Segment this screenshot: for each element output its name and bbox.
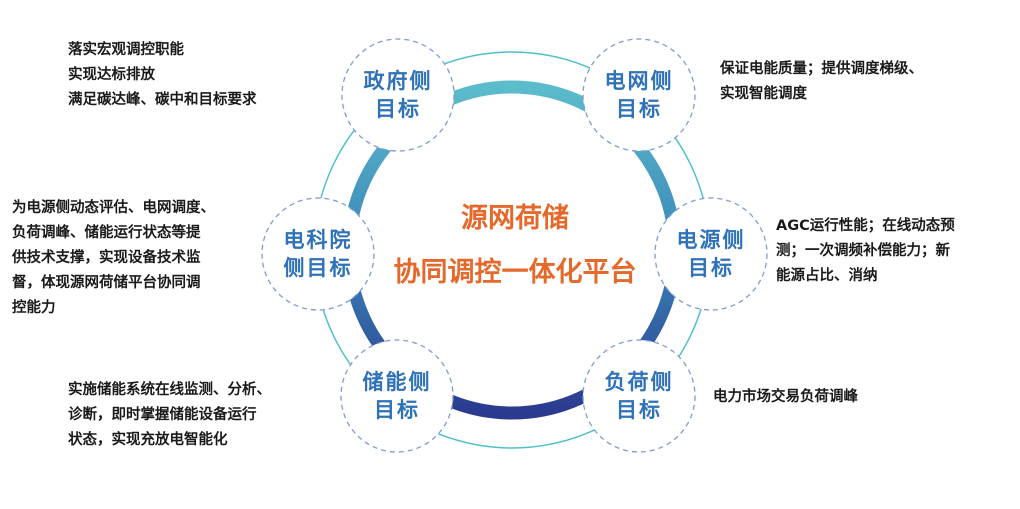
- node-label: 政府侧: [363, 69, 433, 93]
- desc-line: 实现智能调度: [720, 86, 807, 102]
- node-label: 目标: [375, 97, 421, 121]
- node-circle-government: [341, 38, 455, 152]
- node-circle-source: [654, 197, 768, 311]
- node-load: 负荷侧 目标: [584, 341, 694, 451]
- desc-line: 为电源侧动态评估、电网调度、: [12, 200, 215, 216]
- desc-line: AGC运行性能；在线动态预: [776, 218, 955, 234]
- node-government: 政府侧 目标: [343, 40, 453, 150]
- desc-source: AGC运行性能；在线动态预 测；一次调频补偿能力；新 能源占比、消纳: [776, 214, 955, 289]
- desc-line: 督，体现源网荷储平台协同调: [12, 275, 201, 291]
- desc-line: 测；一次调频补偿能力；新: [776, 243, 950, 259]
- center-title-line1: 源网荷储: [461, 203, 569, 234]
- desc-line: 控能力: [12, 300, 56, 316]
- node-circle-grid: [582, 38, 696, 152]
- node-circle-institute: [261, 197, 375, 311]
- desc-load: 电力市场交易负荷调峰: [713, 385, 858, 410]
- center-title-line2: 协同调控一体化平台: [393, 257, 637, 288]
- node-circle-storage: [340, 339, 454, 453]
- desc-line: 实现达标排放: [68, 67, 155, 83]
- node-label: 电科院: [283, 228, 353, 252]
- desc-line: 实施储能系统在线监测、分析、: [68, 382, 271, 398]
- node-label: 目标: [374, 398, 420, 422]
- desc-line: 供技术支撑，实现设备技术监: [12, 250, 201, 266]
- node-circle-load: [582, 339, 696, 453]
- desc-grid: 保证电能质量；提供调度梯级、 实现智能调度: [720, 57, 923, 107]
- desc-line: 诊断，即时掌握储能设备运行: [68, 407, 257, 423]
- desc-line: 电力市场交易负荷调峰: [713, 389, 858, 405]
- node-source: 电源侧 目标: [656, 199, 766, 309]
- node-storage: 储能侧 目标: [342, 341, 452, 451]
- node-label: 侧目标: [283, 256, 353, 280]
- desc-line: 落实宏观调控职能: [68, 42, 184, 58]
- node-label: 电源侧: [676, 228, 746, 252]
- node-label: 电网侧: [604, 69, 674, 93]
- desc-line: 能源占比、消纳: [776, 268, 878, 284]
- desc-line: 负荷调峰、储能运行状态等提: [12, 225, 201, 241]
- node-label: 储能侧: [362, 370, 432, 394]
- node-label: 负荷侧: [604, 370, 674, 394]
- node-label: 目标: [616, 97, 662, 121]
- desc-government: 落实宏观调控职能 实现达标排放 满足碳达峰、碳中和目标要求: [68, 38, 257, 113]
- desc-line: 状态，实现充放电智能化: [68, 432, 228, 448]
- desc-line: 保证电能质量；提供调度梯级、: [720, 61, 923, 77]
- node-grid: 电网侧 目标: [584, 40, 694, 150]
- desc-institute: 为电源侧动态评估、电网调度、 负荷调峰、储能运行状态等提 供技术支撑，实现设备技…: [12, 196, 215, 321]
- node-label: 目标: [616, 398, 662, 422]
- desc-storage: 实施储能系统在线监测、分析、 诊断，即时掌握储能设备运行 状态，实现充放电智能化: [68, 378, 271, 453]
- desc-line: 满足碳达峰、碳中和目标要求: [68, 92, 257, 108]
- node-institute: 电科院 侧目标: [263, 199, 373, 309]
- node-label: 目标: [688, 256, 734, 280]
